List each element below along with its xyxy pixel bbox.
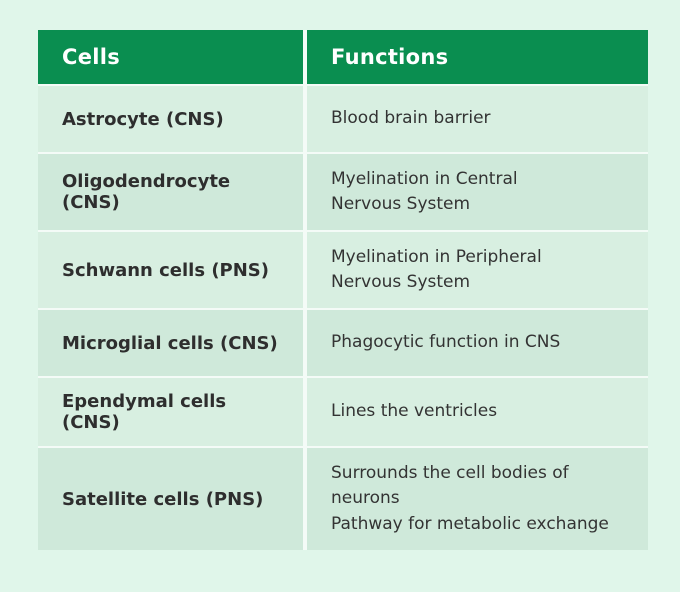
cell-name-oligodendrocyte: Oligodendrocyte (CNS) (38, 154, 303, 230)
cell-function-oligodendrocyte: Myelination in Central Nervous System (307, 154, 648, 230)
cell-function-microglial: Phagocytic function in CNS (307, 310, 648, 376)
cell-name-ependymal: Ependymal cells (CNS) (38, 378, 303, 446)
cell-function-astrocyte: Blood brain barrier (307, 86, 648, 152)
glial-cells-table: Cells Functions Astrocyte (CNS) Blood br… (38, 30, 648, 550)
cell-name-microglial: Microglial cells (CNS) (38, 310, 303, 376)
header-cell-cells: Cells (38, 30, 303, 84)
cell-name-satellite: Satellite cells (PNS) (38, 448, 303, 550)
cell-name-astrocyte: Astrocyte (CNS) (38, 86, 303, 152)
cell-function-schwann: Myelination in Peripheral Nervous System (307, 232, 648, 308)
cell-name-schwann: Schwann cells (PNS) (38, 232, 303, 308)
cell-function-ependymal: Lines the ventricles (307, 378, 648, 446)
header-cell-functions: Functions (307, 30, 648, 84)
cell-function-satellite: Surrounds the cell bodies of neurons Pat… (307, 448, 648, 550)
